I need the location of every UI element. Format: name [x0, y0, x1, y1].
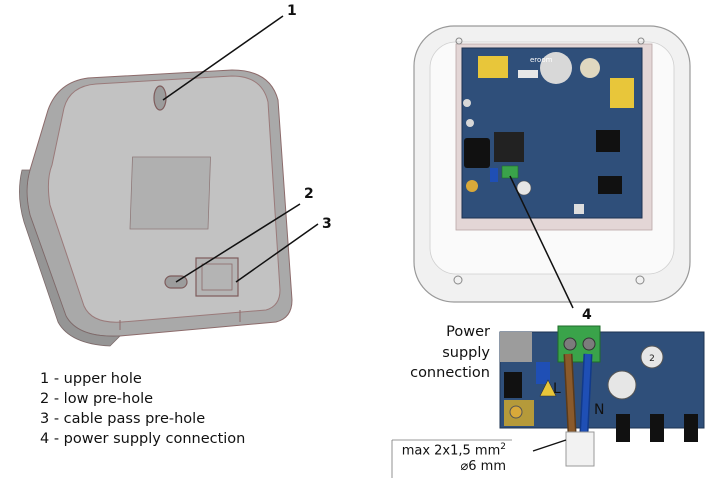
power-supply-connection-label: Power supply connection — [410, 324, 490, 381]
capacitor-label: 2 — [649, 354, 655, 364]
live-wire-label: L — [553, 381, 561, 397]
legend-item-cable-pass: 3 - cable pass pre-hole — [40, 411, 206, 427]
front-device — [413, 25, 691, 303]
callout-4: 4 — [582, 307, 592, 323]
diameter-icon: ⌀ — [460, 459, 469, 474]
callout-leaders — [162, 15, 319, 283]
legend-item-low-pre-hole: 2 - low pre-hole — [40, 391, 154, 407]
cable-spec-sup: 2 — [500, 442, 506, 452]
callout-3: 3 — [322, 216, 332, 232]
cable-spec: max 2x1,5 mm2 ⌀6 mm — [392, 440, 510, 478]
callout-leader-4 — [509, 175, 574, 309]
callout-2: 2 — [304, 186, 314, 202]
legend-item-power-supply: 4 - power supply connection — [40, 431, 246, 447]
callout-1: 1 — [287, 3, 297, 19]
spec-frame — [391, 439, 512, 478]
legend-item-upper-hole: 1 - upper hole — [40, 371, 142, 387]
neutral-wire-label: N — [594, 402, 605, 418]
legend: 1 - upper hole 2 - low pre-hole 3 - cabl… — [40, 369, 245, 449]
cable-spec-size: max 2x1,5 mm — [401, 443, 501, 459]
back-housing — [19, 69, 293, 347]
detail-inset — [391, 325, 705, 478]
board-brand-text: eroom — [530, 56, 553, 64]
cable-spec-diameter: 6 mm — [468, 459, 506, 474]
upper-hole — [153, 85, 167, 111]
